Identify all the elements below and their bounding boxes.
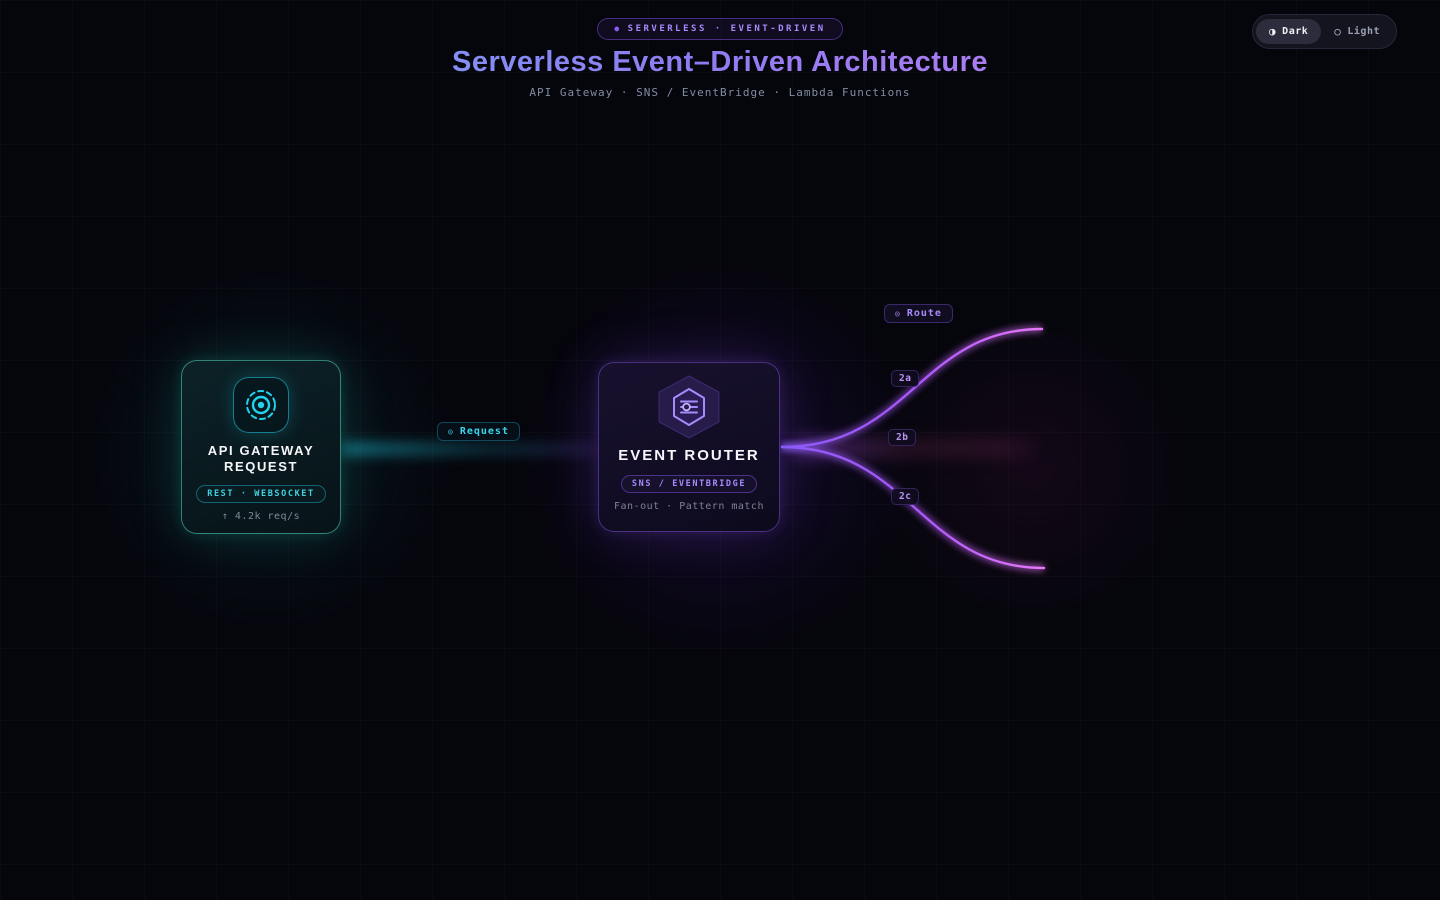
api-gateway-title: API GATEWAY REQUEST [182, 443, 340, 476]
branch-2b-connection-line [792, 438, 1042, 458]
page-subtitle: API Gateway · SNS / EventBridge · Lambda… [529, 86, 911, 99]
page-title: Serverless Event–Driven Architecture [0, 46, 1440, 79]
request-icon: ◎ [448, 427, 454, 436]
branch-2c-line [780, 445, 1046, 570]
event-router-subtitle: Fan-out · Pattern match [614, 500, 764, 512]
event-router-title: EVENT ROUTER [618, 447, 760, 464]
dark-mode-label: Dark [1282, 26, 1309, 37]
request-connection-line [341, 442, 598, 456]
api-gateway-badge: REST · WEBSOCKET [196, 484, 326, 503]
dark-mode-button[interactable]: ◑ Dark [1256, 19, 1322, 44]
branch-label-2c: 2c [891, 488, 920, 505]
light-mode-icon: ○ [1334, 25, 1342, 38]
route-icon: ◎ [895, 309, 901, 318]
event-router-node[interactable]: EVENT ROUTER SNS / EVENTBRIDGE Fan-out ·… [598, 362, 780, 532]
target-icon [246, 390, 276, 420]
header-badge-label: SERVERLESS · EVENT-DRIVEN [627, 24, 826, 34]
request-edge-label: ◎ Request [437, 422, 520, 441]
router-filter-hexagon-icon [658, 375, 720, 439]
api-gateway-title-line1: API GATEWAY [207, 443, 315, 458]
api-gateway-node[interactable]: API GATEWAY REQUEST REST · WEBSOCKET ↑ 4… [181, 360, 341, 534]
light-mode-button[interactable]: ○ Light [1321, 19, 1393, 44]
page-header: ● SERVERLESS · EVENT-DRIVEN Serverless Ev… [0, 0, 1440, 99]
route-edge-label-text: Route [906, 308, 942, 319]
fanout-curves [780, 325, 1046, 572]
api-gateway-icon-box [233, 377, 289, 433]
api-gateway-stat: ↑ 4.2k req/s [221, 510, 301, 522]
request-edge-label-text: Request [459, 426, 509, 437]
theme-toggle[interactable]: ◑ Dark ○ Light [1252, 14, 1397, 49]
event-router-badge: SNS / EVENTBRIDGE [620, 474, 758, 493]
branch-label-2b: 2b [888, 429, 917, 446]
event-router-icon-box [653, 375, 725, 439]
pulse-dot-icon: ● [614, 24, 622, 33]
api-gateway-title-line2: REQUEST [223, 459, 299, 475]
branch-2c-glow [781, 443, 1045, 572]
light-mode-label: Light [1347, 26, 1380, 37]
route-edge-label: ◎ Route [884, 304, 953, 323]
branch-label-2a: 2a [891, 370, 920, 387]
header-badge: ● SERVERLESS · EVENT-DRIVEN [597, 18, 843, 40]
dark-mode-icon: ◑ [1269, 25, 1277, 38]
